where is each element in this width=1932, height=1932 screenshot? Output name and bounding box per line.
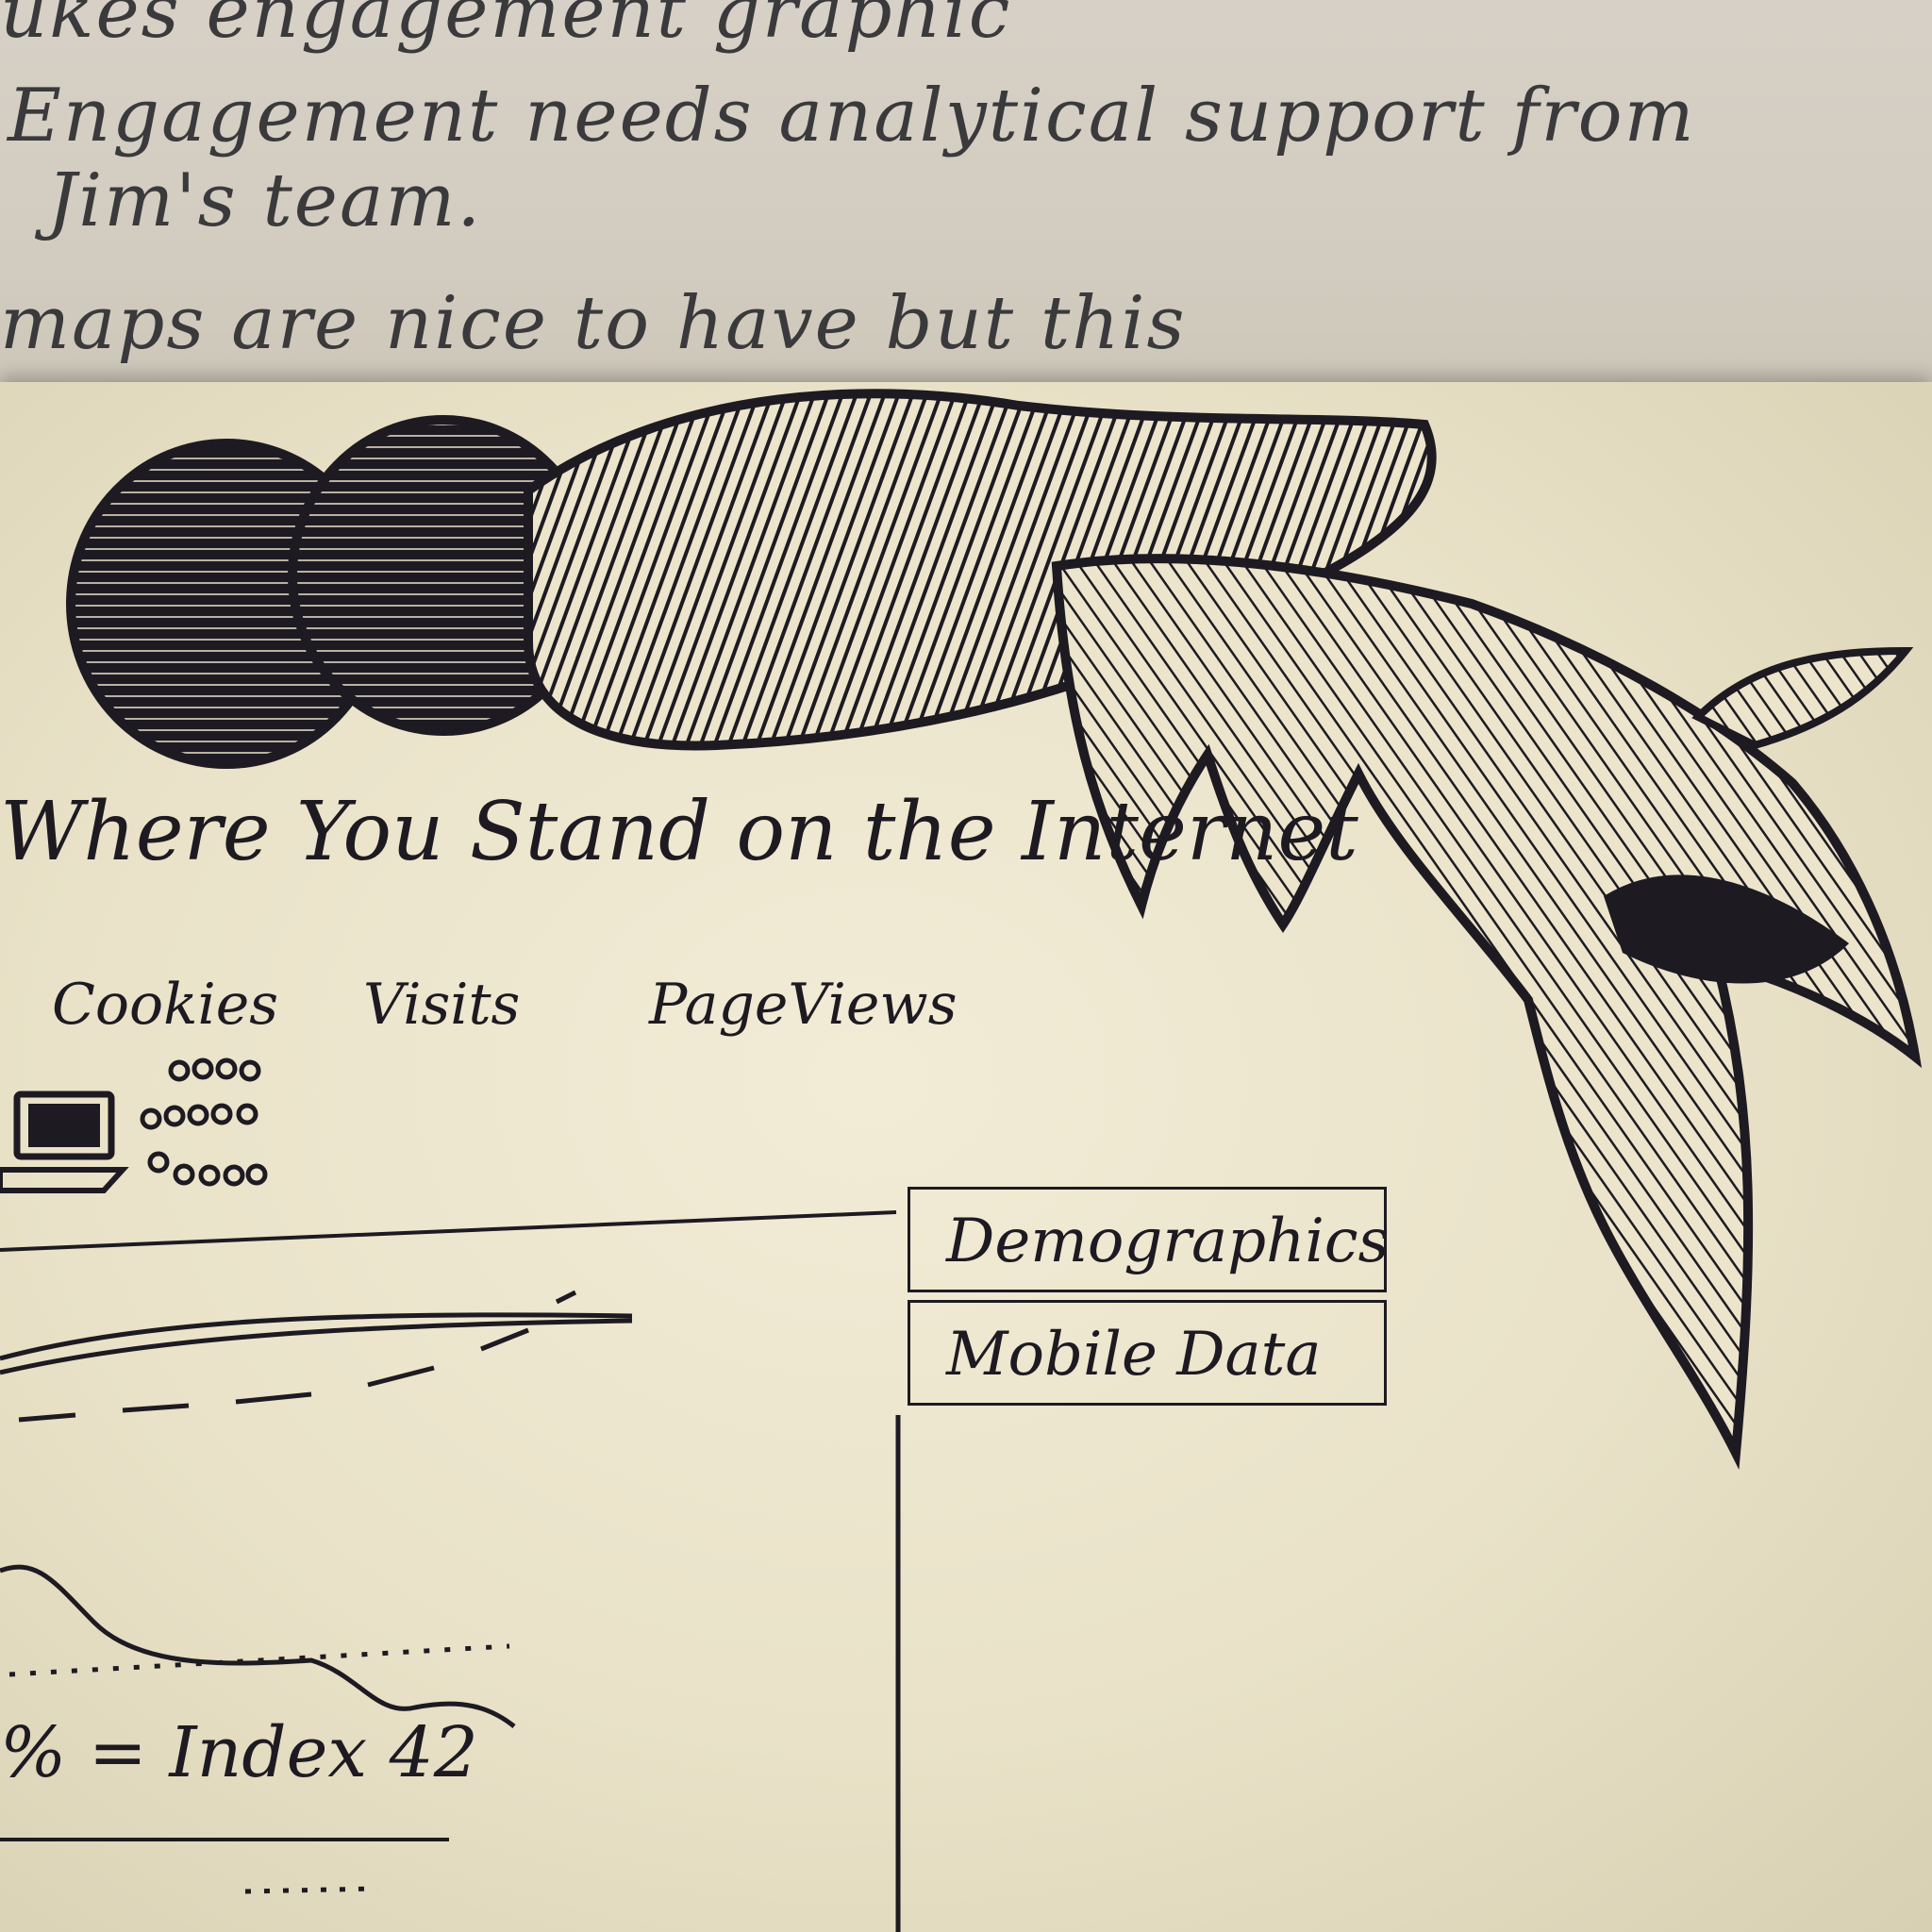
tab-cookies[interactable]: Cookies: [52, 972, 278, 1038]
background-note-sheet: ukes engagement graphic Engagement needs…: [0, 0, 1932, 443]
trend-sketch-2: [0, 1564, 516, 1728]
note-line-3: Jim's team.: [47, 158, 483, 243]
note-line-4: maps are nice to have but this: [0, 281, 1187, 366]
note-line-1: ukes engagement graphic: [0, 0, 1012, 55]
menu-item-demographics[interactable]: Demographics: [908, 1187, 1389, 1292]
tab-visits[interactable]: Visits: [363, 972, 521, 1038]
cookie-dots-icon: [140, 1058, 268, 1187]
braid-illustration: [66, 389, 1923, 1470]
menu-item-mobile-data[interactable]: Mobile Data: [908, 1300, 1387, 1406]
note-line-2: Engagement needs analytical support from: [8, 74, 1696, 158]
dotted-mark: [244, 1886, 378, 1894]
index-formula: % = Index 42: [0, 1712, 478, 1793]
page-title: Where You Stand on the Internet: [0, 785, 1358, 879]
divider-line: [0, 1210, 897, 1252]
tab-pageviews[interactable]: PageViews: [649, 972, 958, 1038]
trend-sketch-1: [0, 1290, 633, 1423]
laptop-icon: [0, 1091, 129, 1193]
